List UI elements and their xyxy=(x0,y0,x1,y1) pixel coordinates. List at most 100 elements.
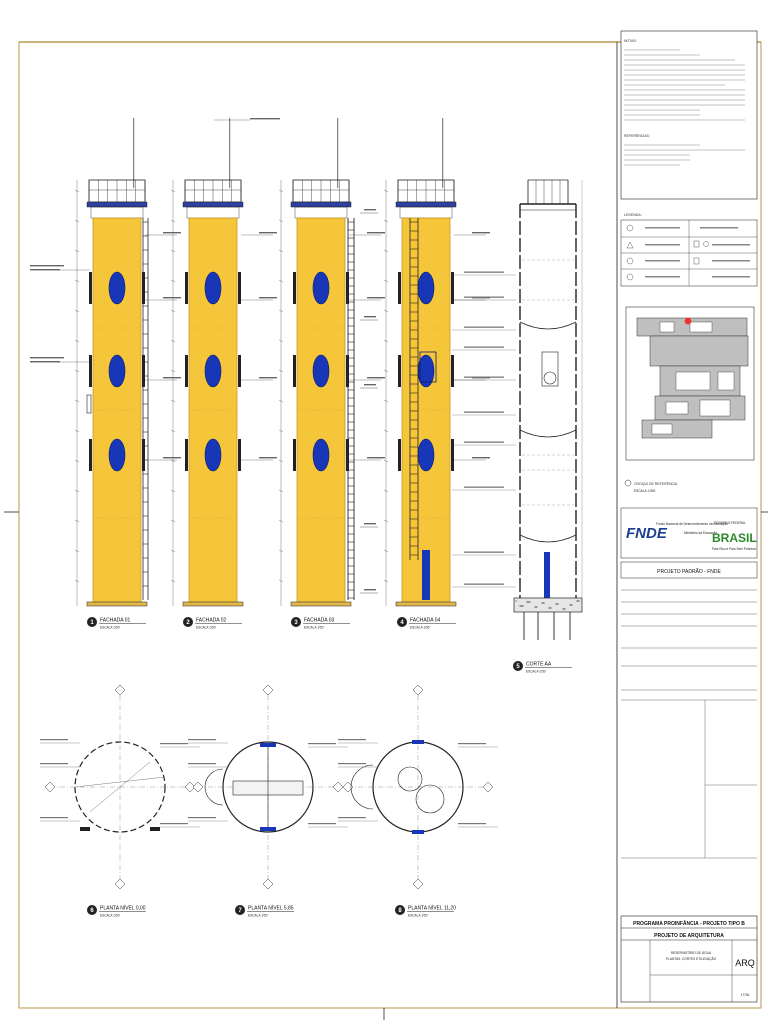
plan-7 xyxy=(188,684,348,890)
window-1 xyxy=(312,271,330,305)
window-1 xyxy=(417,271,435,305)
window-1 xyxy=(108,271,126,305)
notes-title: NOTAS: xyxy=(624,39,637,43)
discipline-title: PROJETO DE ARQUITETURA xyxy=(654,933,724,939)
view-number: 4 xyxy=(400,620,404,626)
view-number-badge xyxy=(397,617,407,627)
tank-elevation-2 xyxy=(170,118,277,607)
deck xyxy=(290,201,352,208)
view-scale: ESCALA 1/50 xyxy=(100,914,120,918)
fnde-logo: FNDE xyxy=(626,525,668,542)
tank-elevation-1 xyxy=(74,118,181,607)
section-door xyxy=(544,552,550,598)
view-number-badge xyxy=(291,617,301,627)
view-scale: ESCALA 1/50 xyxy=(100,626,120,630)
axis-marker xyxy=(332,781,344,793)
view-title: PLANTA NÍVEL 11,20 xyxy=(408,905,456,912)
section-slab xyxy=(519,429,577,438)
view-scale: ESCALA 1/50 xyxy=(196,626,216,630)
tank-base xyxy=(182,601,244,607)
section-railing xyxy=(527,179,569,205)
croqui-scale: ESCALA 1:500 xyxy=(634,489,655,493)
window-3 xyxy=(108,438,126,472)
view-number: 2 xyxy=(186,620,190,626)
view-number-badge xyxy=(87,905,97,915)
view-scale: ESCALA 1/50 xyxy=(410,626,430,630)
view-title: PLANTA NÍVEL 0,00 xyxy=(100,905,146,912)
window-2 xyxy=(312,354,330,388)
brasil-logo: BRASIL xyxy=(712,531,757,545)
axis-marker xyxy=(114,684,126,696)
window-2 xyxy=(108,354,126,388)
tank-elevation-4 xyxy=(383,118,490,607)
gov-label: GOVERNO FEDERAL xyxy=(714,521,746,525)
axis-marker xyxy=(114,878,126,890)
window-3 xyxy=(417,438,435,472)
axis-marker xyxy=(262,684,274,696)
content-line-1: RESERVATÓRIO DE ÁGUA xyxy=(671,950,712,955)
view-title-1: 1 FACHADA 01 ESCALA 1/50 xyxy=(87,617,146,630)
view-scale: ESCALA 1/50 xyxy=(408,914,428,918)
window-3 xyxy=(312,438,330,472)
axis-marker xyxy=(262,878,274,890)
plan-8 xyxy=(338,684,498,890)
project-title: PROJETO PADRÃO - FNDE xyxy=(657,568,721,575)
section-aa-group xyxy=(513,179,583,640)
section-slab xyxy=(519,321,577,330)
view-number-badge xyxy=(87,617,97,627)
view-number: 7 xyxy=(238,908,242,914)
view-number: 3 xyxy=(294,620,298,626)
deck xyxy=(182,201,244,208)
view-number: 6 xyxy=(90,908,94,914)
view-title: FACHADA 04 xyxy=(410,618,441,624)
tank-base xyxy=(395,601,457,607)
view-scale: ESCALA 1/50 xyxy=(248,914,268,918)
view-number: 8 xyxy=(398,908,402,914)
legend-title: LEGENDA: xyxy=(624,213,642,217)
window-2 xyxy=(204,354,222,388)
view-number-badge xyxy=(513,661,523,671)
view-number: 5 xyxy=(516,664,520,670)
logo-box xyxy=(620,507,758,559)
view-number-badge xyxy=(395,905,405,915)
access-hatch xyxy=(419,351,437,383)
elevations-group xyxy=(30,118,516,607)
axis-marker xyxy=(482,781,494,793)
axis-marker xyxy=(44,781,56,793)
fnde-subtitle: Fundo Nacional de Desenvolvimento da Edu… xyxy=(656,522,728,526)
discipline-code: ARQ xyxy=(735,958,755,968)
window-1 xyxy=(204,271,222,305)
title-block: NOTAS: REFERÊNCIAS: LEGENDA: xyxy=(616,30,758,1008)
location-marker-icon xyxy=(684,317,692,325)
ministerio-label: Ministério da Educação xyxy=(684,531,717,535)
view-number: 1 xyxy=(90,620,94,626)
brasil-subtitle: País Rico é País Sem Pobreza xyxy=(712,547,756,551)
view-title: FACHADA 01 xyxy=(100,618,131,624)
view-title-3: 3 FACHADA 03 ESCALA 1/50 xyxy=(291,617,350,630)
view-number-badge xyxy=(235,905,245,915)
section-hatch xyxy=(541,351,559,387)
content-line-2: PLANTAS, CORTES E ELEVAÇÃO xyxy=(666,956,717,961)
section-slab xyxy=(519,534,577,543)
deck xyxy=(395,201,457,208)
tank-elevation-3 xyxy=(278,118,385,607)
view-number-badge xyxy=(183,617,193,627)
view-scale: ESCALA 1/50 xyxy=(304,626,324,630)
program-title: PROGRAMA PROINFÂNCIA - PROJETO TIPO B xyxy=(633,920,745,927)
view-title: FACHADA 03 xyxy=(304,618,335,624)
axis-marker xyxy=(192,781,204,793)
axis-marker xyxy=(412,878,424,890)
plan-6 xyxy=(40,684,200,890)
axis-marker xyxy=(184,781,196,793)
view-title-4: 4 FACHADA 04 ESCALA 1/50 xyxy=(397,617,456,630)
view-scale: ESCALA 1/50 xyxy=(526,670,546,674)
tank-base xyxy=(290,601,352,607)
croqui-title: CROQUI DE REFERÊNCIA xyxy=(634,481,678,486)
